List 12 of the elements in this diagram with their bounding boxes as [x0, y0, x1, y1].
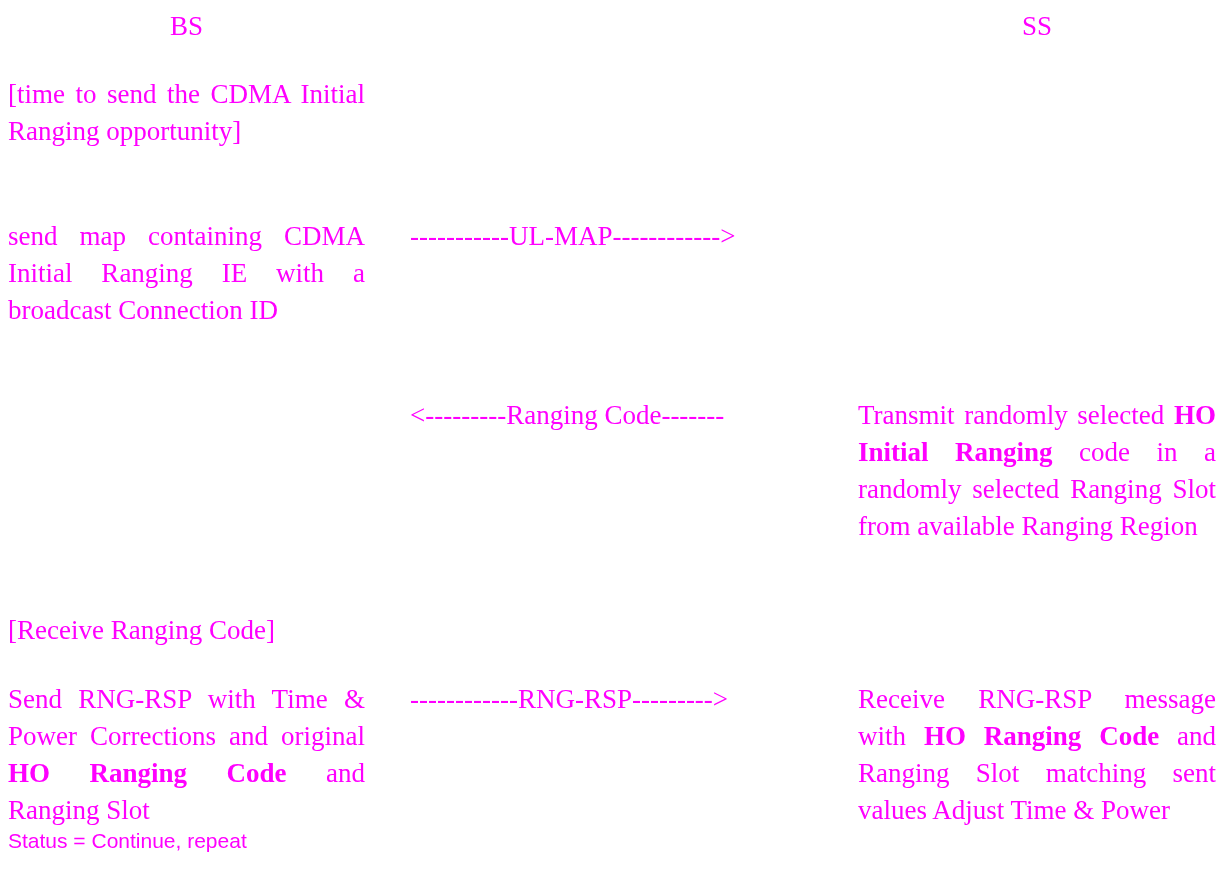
- status-text: Status = Continue, repeat: [8, 828, 248, 854]
- message-arrow-text: <---------Ranging Code-------: [410, 399, 726, 432]
- step-text: send map containing CDMA Initial Ranging IE with a broadcast Connection ID: [8, 220, 365, 327]
- step-text: Receive RNG-RSP message with HO Ranging Code and Ranging Slot matching sent values Adjust Time & Power: [858, 683, 1216, 827]
- step-text: [Receive Ranging Code]: [8, 614, 276, 647]
- step-text: Transmit randomly selected HO Initial Ranging code in a randomly selected Ranging Slot from available Ranging Region: [858, 399, 1216, 543]
- column-heading: BS: [169, 10, 204, 43]
- message-arrow-text: -----------UL-MAP------------>: [410, 220, 737, 253]
- step-text: [time to send the CDMA Initial Ranging opportunity]: [8, 78, 365, 148]
- column-heading: SS: [1020, 10, 1053, 43]
- message-arrow-text: ------------RNG-RSP--------->: [410, 683, 730, 716]
- step-text: Send RNG-RSP with Time & Power Corrections and original HO Ranging Code and Ranging Slot: [8, 683, 365, 827]
